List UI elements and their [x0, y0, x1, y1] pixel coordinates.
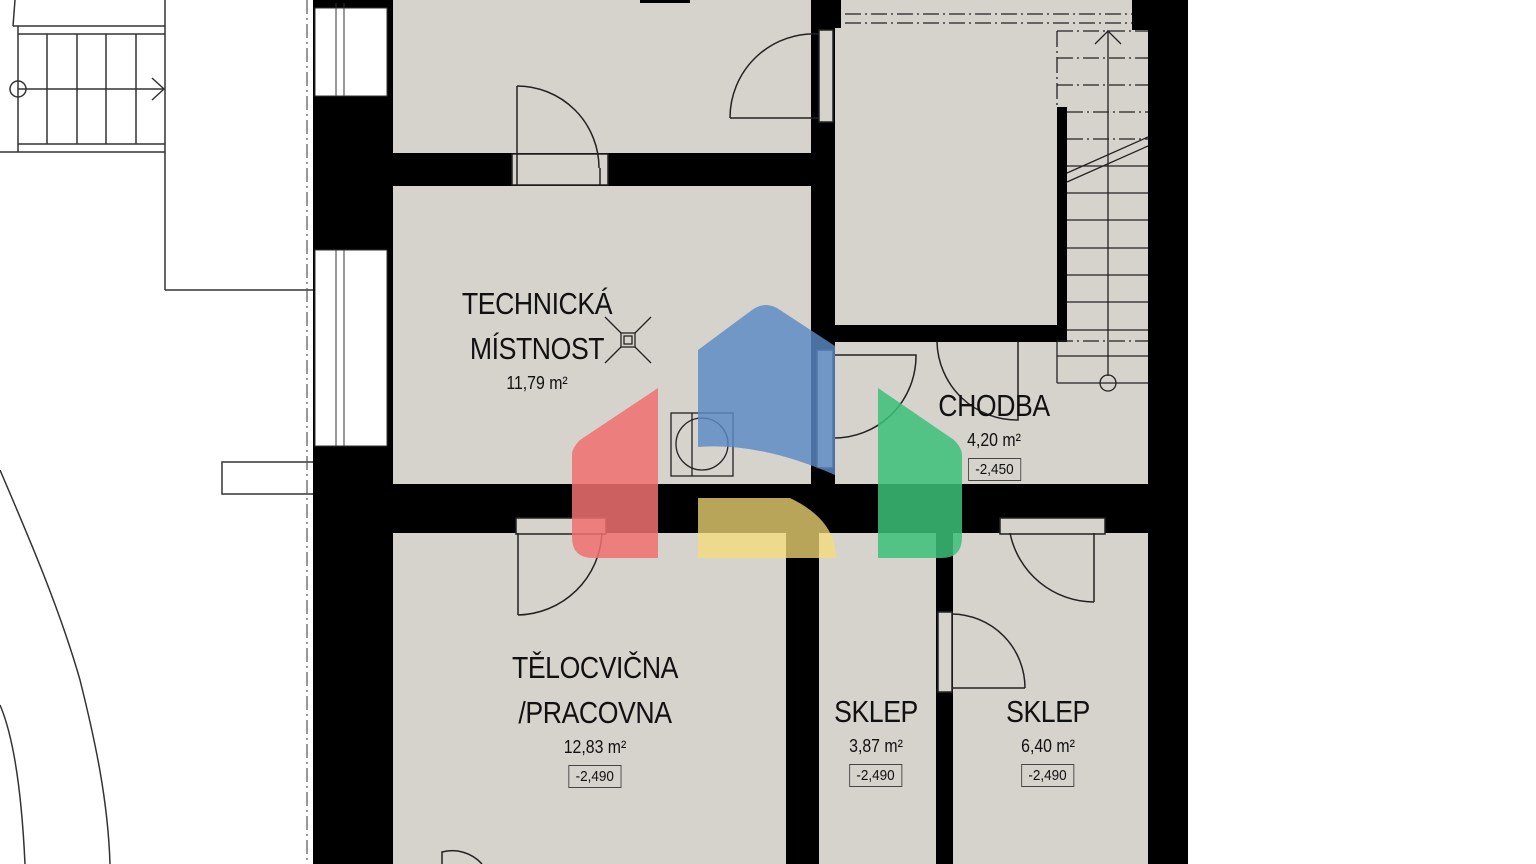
- logo-watermark: [572, 305, 962, 558]
- interior-stair: [845, 13, 1149, 392]
- room-name: SKLEP: [1006, 694, 1090, 729]
- room-sklep-2: SKLEP 6,40 m² -2,490: [999, 690, 1096, 788]
- windows: [314, 3, 388, 447]
- exterior-stair: [0, 0, 166, 153]
- room-sklep-1: SKLEP 3,87 m² -2,490: [827, 690, 924, 788]
- floor-drain-icon: [604, 316, 652, 364]
- room-name: SKLEP: [834, 694, 918, 729]
- room-area: 4,20 m²: [967, 429, 1021, 450]
- room-name: CHODBA: [938, 388, 1050, 423]
- room-telocvicna: TĚLOCVIČNA /PRACOVNA 12,83 m² -2,490: [498, 646, 691, 789]
- level-badge: -2,490: [568, 765, 622, 789]
- room-area: 11,79 m²: [506, 372, 568, 393]
- room-chodba: CHODBA 4,20 m² -2,450: [929, 384, 1059, 482]
- room-area: 6,40 m²: [1021, 735, 1075, 756]
- room-name: /PRACOVNA: [518, 694, 672, 730]
- room-name: TECHNICKÁ: [461, 286, 613, 321]
- level-badge: -2,490: [1021, 764, 1075, 788]
- room-area: 3,87 m²: [849, 735, 903, 756]
- room-name: TĚLOCVIČNA: [511, 650, 679, 685]
- level-badge: -2,490: [849, 764, 903, 788]
- room-name: MÍSTNOST: [469, 330, 605, 366]
- room-area: 12,83 m²: [563, 736, 627, 757]
- room-technicka: TECHNICKÁ MÍSTNOST 11,79 m²: [450, 282, 625, 395]
- level-badge: -2,450: [967, 458, 1021, 482]
